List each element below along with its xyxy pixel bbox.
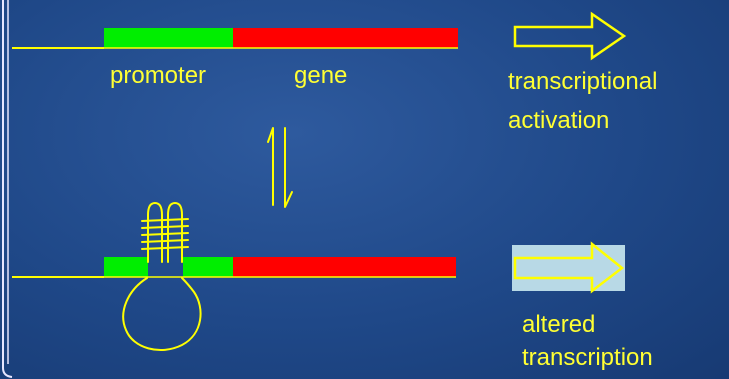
transcriptional-activation-label-line1: transcriptional [508,68,658,95]
activation-arrow-icon [513,11,627,61]
altered-transcription-label-line2: transcription [522,344,653,371]
bottom-promoter-bar-right [183,257,233,277]
bottom-gene-bar [233,257,456,277]
gene-label: gene [294,62,348,89]
altered-arrow-box [512,245,625,291]
promoter-label: promoter [110,62,207,89]
altered-transcription-label-line1: altered [522,311,596,338]
top-promoter-bar [104,28,233,48]
bottom-promoter-bar-left [104,257,148,277]
altered-arrow-icon [513,241,625,294]
top-gene-bar [233,28,458,48]
transcriptional-activation-label-line2: activation [508,107,610,134]
g-quadruplex-loop-icon [122,202,202,351]
equilibrium-arrows-icon [267,127,293,208]
slide-border [2,0,13,378]
